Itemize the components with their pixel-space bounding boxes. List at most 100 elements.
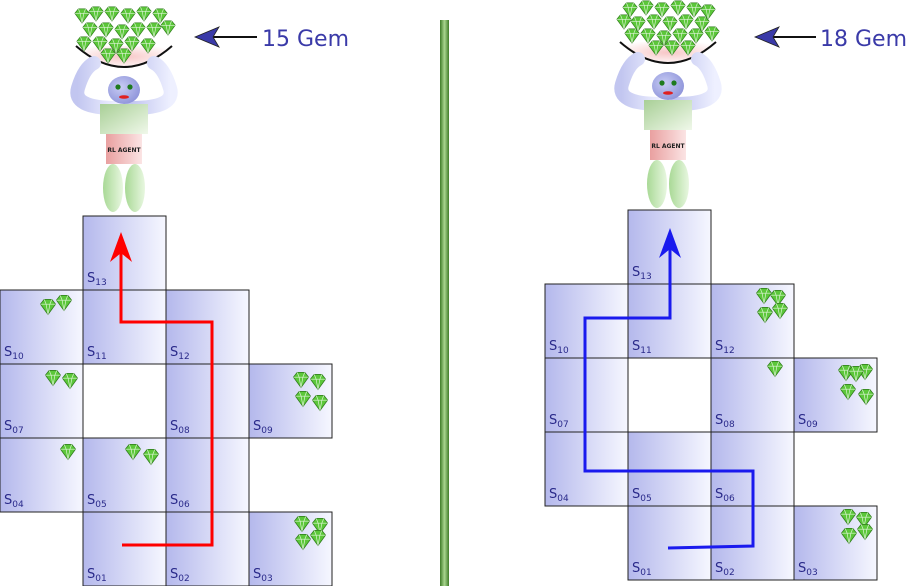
state-label: S10 [549, 339, 569, 356]
state-label: S11 [632, 339, 652, 356]
state-label: S10 [4, 345, 24, 362]
agent-leg [647, 160, 667, 208]
state-label: S12 [715, 339, 735, 356]
gem-icon [55, 295, 73, 312]
agent-label-plate [650, 130, 686, 160]
state-cell-s07: S07 [0, 363, 84, 439]
gem-icon [98, 22, 114, 38]
gem-icon [311, 395, 329, 412]
gem-icon [856, 524, 874, 541]
gem-icon [769, 290, 787, 307]
gem-icon [680, 40, 696, 56]
state-label: S07 [549, 413, 569, 430]
gem-count-label: 15 Gem [262, 27, 349, 52]
gem-icon [840, 528, 858, 545]
gem-icon [686, 2, 702, 18]
gem-icon [92, 36, 108, 52]
gem-icon [694, 16, 710, 32]
trajectory-arrowhead [659, 228, 681, 258]
state-cell-s10: S10 [0, 289, 84, 365]
gem-icon [142, 449, 160, 466]
gem-icon [678, 14, 694, 30]
gem-icon [76, 36, 92, 52]
state-cell-s02: S02 [165, 511, 250, 586]
state-cell-s12: S12 [710, 283, 795, 359]
agent-eye [127, 84, 133, 90]
gem-icon [670, 0, 686, 16]
agent-leg [669, 160, 689, 208]
state-cell-s09: S09 [793, 357, 878, 433]
agent-trajectory-path [583, 232, 755, 550]
gem-icon [136, 6, 152, 22]
gem-icon [130, 22, 146, 38]
gem-icon [704, 26, 720, 42]
agent-head [652, 72, 684, 100]
gem-icon [616, 14, 632, 30]
agent-right-arm [125, 56, 178, 115]
state-label: S03 [798, 561, 818, 578]
gem-bowl [74, 6, 176, 68]
panel-divider [440, 20, 449, 586]
gem-icon [857, 389, 875, 406]
gem-icon [104, 6, 120, 22]
state-cell-s01: S01 [627, 505, 712, 581]
gem-icon [82, 22, 98, 38]
state-cell-s09: S09 [248, 363, 333, 439]
state-label: S01 [87, 567, 107, 584]
agent-mouth [119, 95, 129, 99]
agent-trajectory-path [119, 236, 214, 547]
state-label: S12 [170, 345, 190, 362]
gem-bowl [616, 0, 720, 64]
gem-icon [630, 16, 646, 32]
gem-icon [839, 509, 857, 526]
gem-icon [847, 366, 865, 383]
gem-icon [152, 8, 168, 24]
gem-icon [88, 6, 104, 22]
state-label: S09 [798, 413, 818, 430]
state-cell-s08: S08 [165, 363, 250, 439]
state-label: S05 [632, 487, 652, 504]
state-label: S04 [549, 487, 569, 504]
state-label: S05 [87, 493, 107, 510]
state-cell-s06: S06 [165, 437, 250, 513]
gem-count-label: 18 Gem [820, 27, 907, 52]
agent-left-arm [614, 52, 667, 111]
state-label: S01 [632, 561, 652, 578]
agent-eye [115, 84, 121, 90]
agent-leg [103, 164, 123, 212]
gem-icon [100, 48, 116, 64]
gem-icon [294, 391, 312, 408]
state-label: S08 [715, 413, 735, 430]
gem-icon [656, 30, 672, 46]
agent-leg [125, 164, 145, 212]
agent-label: RL AGENT [107, 147, 141, 154]
gem-icon [839, 384, 857, 401]
state-label: S02 [715, 561, 735, 578]
gem-icon [638, 0, 654, 16]
gem-icon [672, 28, 688, 44]
gem-icon [755, 288, 773, 305]
agent-torso [100, 104, 148, 134]
gem-icon [648, 40, 664, 56]
state-label: S13 [87, 271, 107, 288]
state-cell-s12: S12 [165, 289, 250, 365]
gem-icon [61, 373, 79, 390]
state-label: S02 [170, 567, 190, 584]
gem-icon [108, 38, 124, 54]
gem-icon [766, 361, 784, 378]
gem-icon [309, 374, 327, 391]
arrow-pointer-icon [193, 26, 257, 48]
gem-icon [124, 36, 140, 52]
state-label: S13 [632, 265, 652, 282]
gem-icon [294, 534, 312, 551]
agent-eye [671, 80, 677, 86]
arrow-pointer-icon [753, 26, 816, 48]
state-cell-s05: S05 [82, 437, 167, 513]
gem-icon [688, 28, 704, 44]
state-label: S04 [4, 493, 24, 510]
state-cell-s05: S05 [627, 431, 712, 507]
